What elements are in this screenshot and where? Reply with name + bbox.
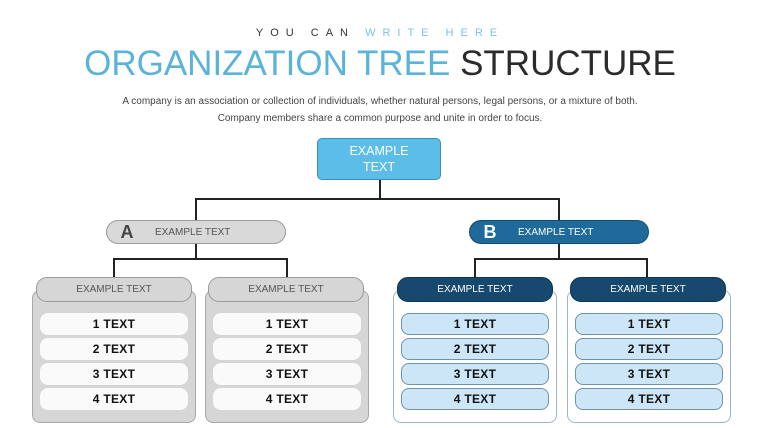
list-item[interactable]: 1 TEXT: [213, 313, 361, 335]
branch-a-letter: A: [120, 221, 134, 242]
root-stem: [379, 180, 381, 199]
title-plain: STRUCTURE: [460, 44, 676, 83]
group-a1-drop: [113, 258, 115, 277]
branch-a-drop: [195, 198, 197, 220]
branch-a-horizontal: [113, 258, 288, 260]
root-line2: TEXT: [363, 160, 395, 174]
list-item[interactable]: 4 TEXT: [575, 388, 723, 410]
group-b1-header[interactable]: EXAMPLE TEXT: [397, 277, 553, 302]
list-item[interactable]: 1 TEXT: [575, 313, 723, 335]
list-item[interactable]: 3 TEXT: [40, 363, 188, 385]
list-item[interactable]: 2 TEXT: [213, 338, 361, 360]
group-b1-list: 1 TEXT 2 TEXT 3 TEXT 4 TEXT: [401, 313, 549, 413]
list-item[interactable]: 3 TEXT: [213, 363, 361, 385]
list-item[interactable]: 1 TEXT: [401, 313, 549, 335]
branch-b-drop: [558, 198, 560, 220]
list-item[interactable]: 2 TEXT: [40, 338, 188, 360]
group-b2-list: 1 TEXT 2 TEXT 3 TEXT 4 TEXT: [575, 313, 723, 413]
list-item[interactable]: 4 TEXT: [401, 388, 549, 410]
list-item[interactable]: 3 TEXT: [401, 363, 549, 385]
list-item[interactable]: 4 TEXT: [40, 388, 188, 410]
branch-a-label: EXAMPLE TEXT: [155, 226, 231, 238]
branch-b-horizontal: [474, 258, 648, 260]
subtitle-accent: WRITE HERE: [365, 27, 505, 39]
branch-b-label: EXAMPLE TEXT: [518, 226, 594, 238]
page-title: ORGANIZATION TREE STRUCTURE: [0, 44, 760, 84]
list-item[interactable]: 2 TEXT: [401, 338, 549, 360]
group-a2-drop: [286, 258, 288, 277]
group-a1-header[interactable]: EXAMPLE TEXT: [36, 277, 192, 302]
group-a2-list: 1 TEXT 2 TEXT 3 TEXT 4 TEXT: [213, 313, 361, 413]
subtitle: YOU CAN WRITE HERE: [0, 27, 760, 39]
list-item[interactable]: 3 TEXT: [575, 363, 723, 385]
group-b2-drop: [646, 258, 648, 277]
root-line1: EXAMPLE: [349, 144, 409, 158]
root-horizontal: [195, 198, 560, 200]
group-a2-header[interactable]: EXAMPLE TEXT: [208, 277, 364, 302]
list-item[interactable]: 1 TEXT: [40, 313, 188, 335]
group-b1-drop: [474, 258, 476, 277]
list-item[interactable]: 4 TEXT: [213, 388, 361, 410]
group-a1-list: 1 TEXT 2 TEXT 3 TEXT 4 TEXT: [40, 313, 188, 413]
branch-b-letter: B: [483, 221, 497, 242]
root-node[interactable]: EXAMPLE TEXT: [317, 138, 441, 180]
title-accent: ORGANIZATION TREE: [84, 44, 451, 83]
branch-a-stem: [195, 244, 197, 259]
branch-b-stem: [558, 244, 560, 259]
list-item[interactable]: 2 TEXT: [575, 338, 723, 360]
branch-a-node[interactable]: A EXAMPLE TEXT: [106, 220, 286, 244]
subtitle-plain: YOU CAN: [255, 27, 355, 39]
group-b2-header[interactable]: EXAMPLE TEXT: [570, 277, 726, 302]
branch-b-node[interactable]: B EXAMPLE TEXT: [469, 220, 649, 244]
description: A company is an association or collectio…: [122, 96, 638, 124]
